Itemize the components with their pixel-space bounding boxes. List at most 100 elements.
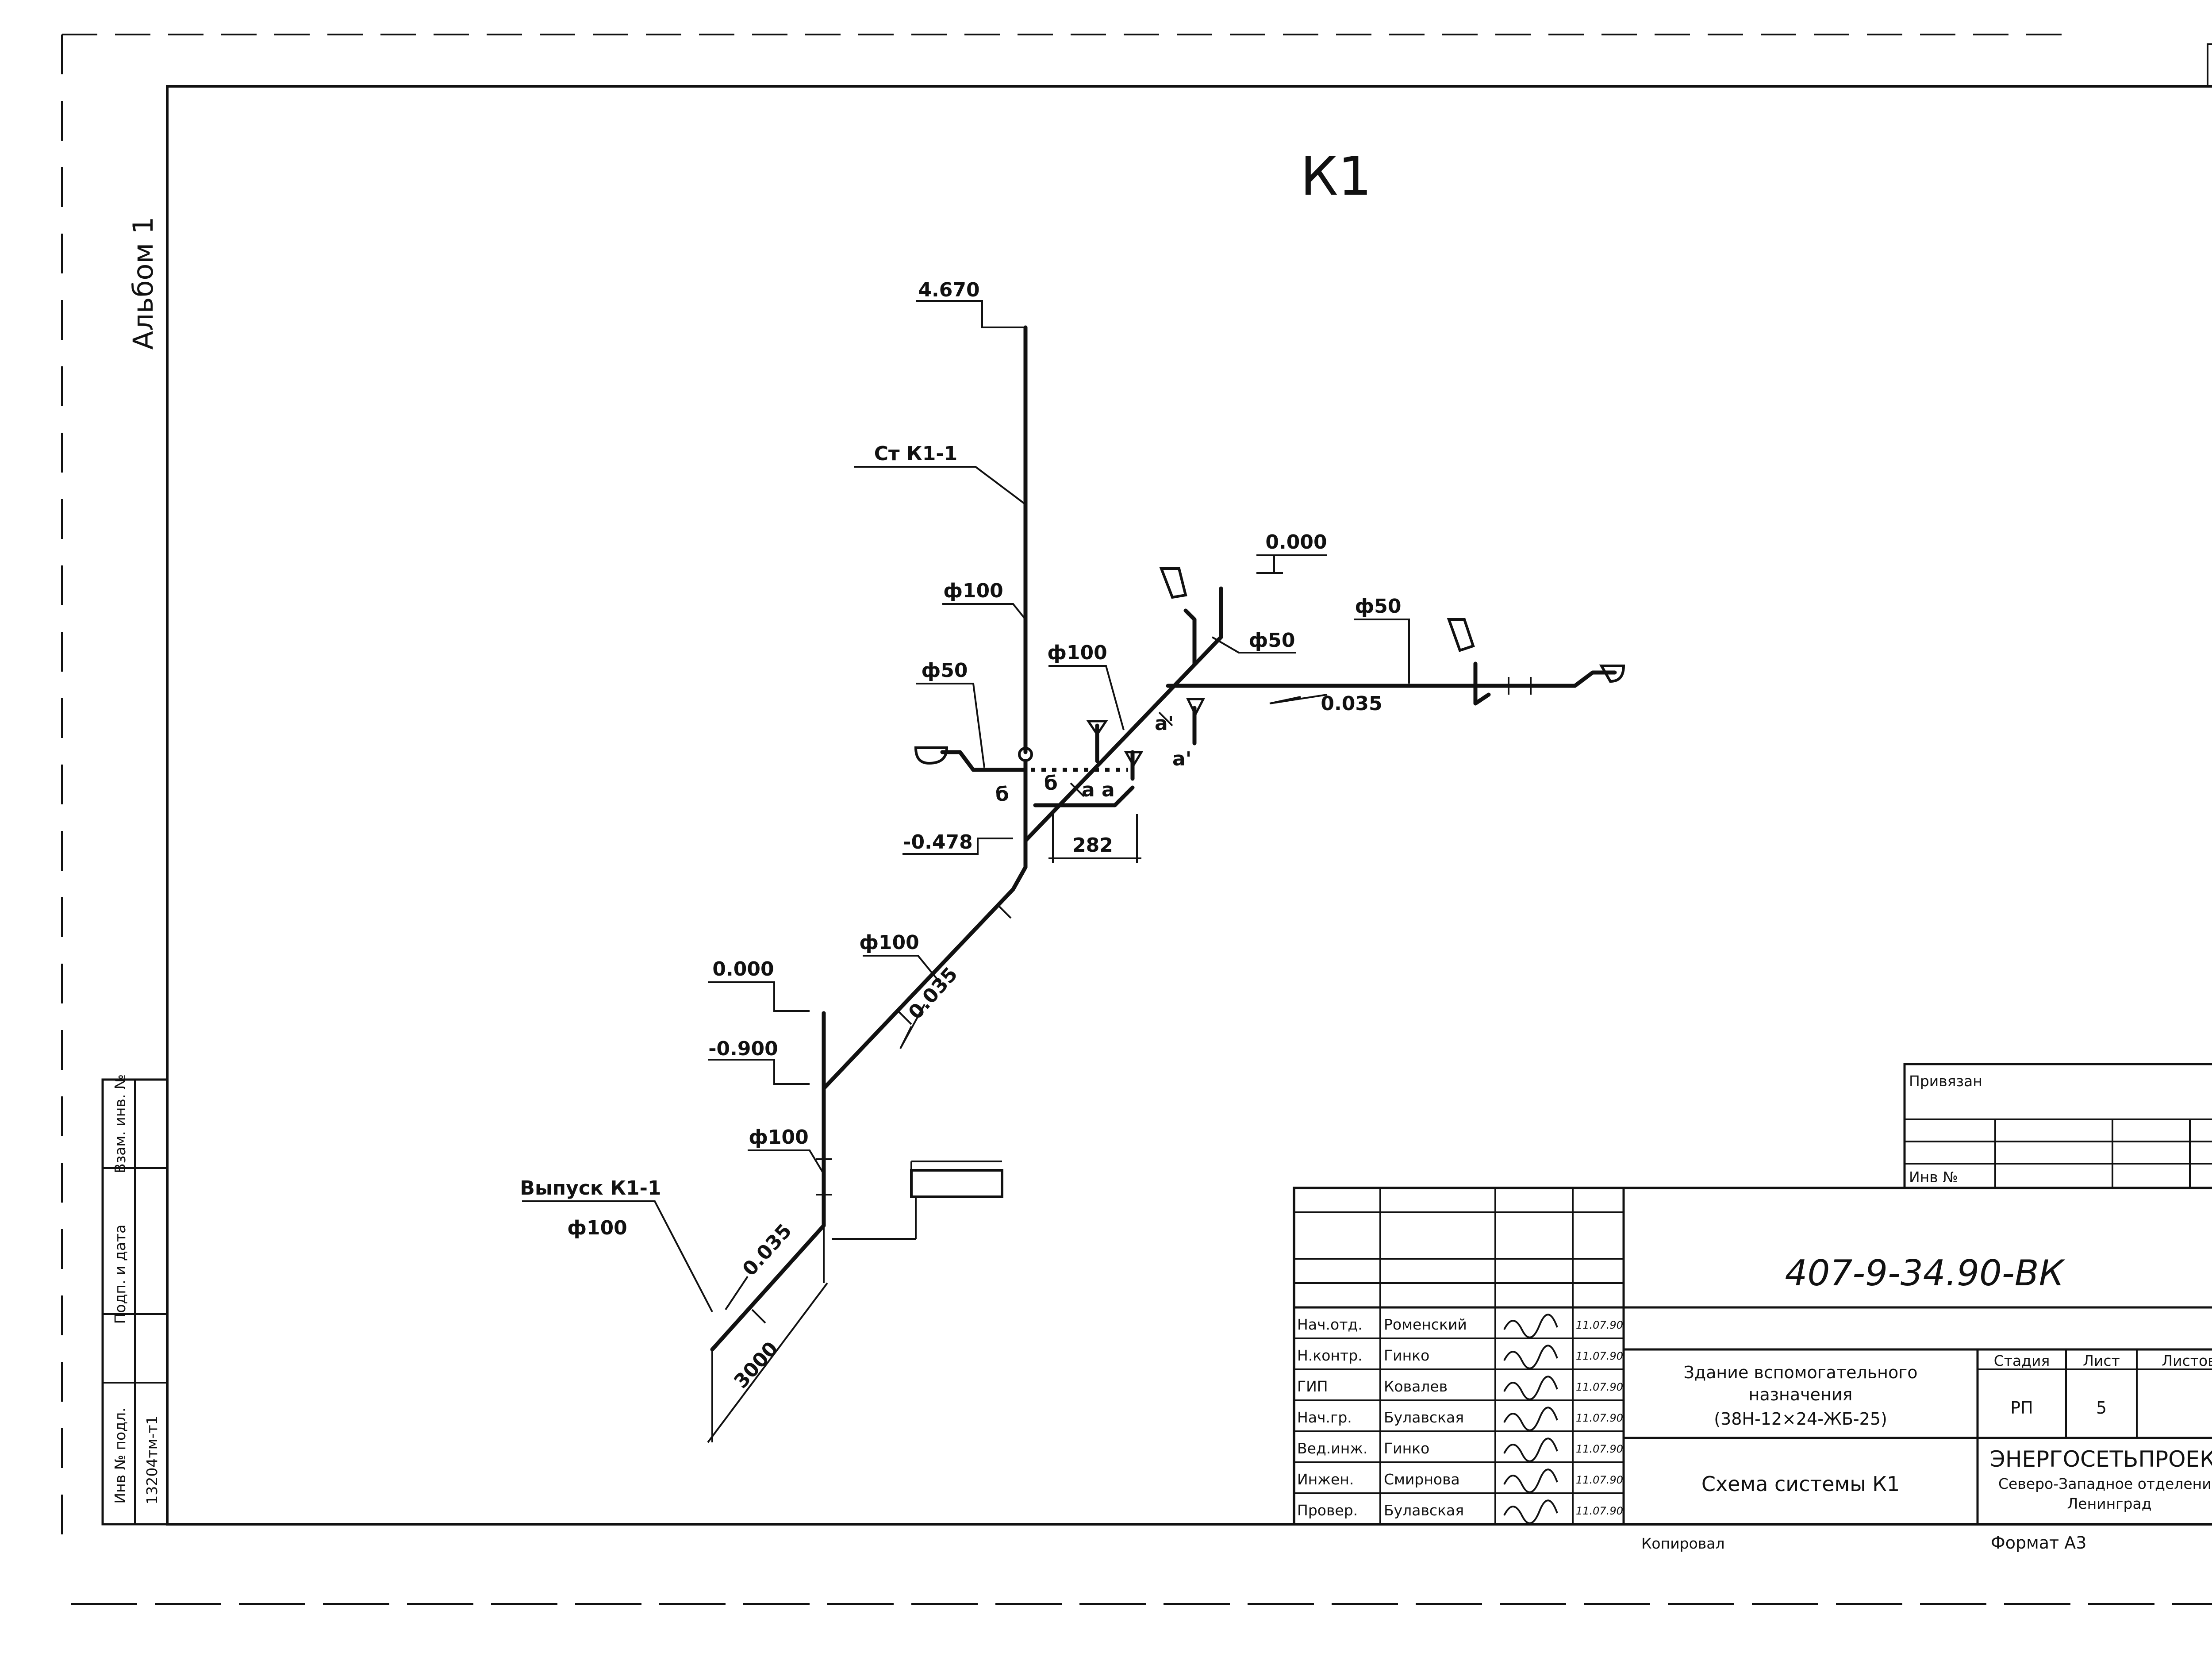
album-label: Альбом 1 (127, 217, 159, 350)
main-diagonal-pipe (822, 865, 1028, 1091)
dimension-282-group: 282 (1048, 814, 1141, 863)
elevation-zero-upper-marker: 0.000 (1256, 531, 1327, 574)
left-fixture (914, 746, 949, 765)
elevation-zero-lower-marker: 0.000 (708, 958, 810, 1012)
label-b-right: б (1044, 772, 1058, 795)
signer-date: 11.07.90 (1576, 1319, 1623, 1331)
stage-value: РП (2010, 1398, 2033, 1418)
slope-upper-arrow (1269, 694, 1328, 704)
copied-label: Копировал (1641, 1535, 1725, 1552)
dimension-3000: 3000 (730, 1338, 783, 1393)
main-diameter: ф100 (859, 931, 919, 954)
signer-row: Провер. Булавская 11.07.90 (1297, 1499, 1623, 1524)
right-funnel (1447, 618, 1475, 652)
outlet-diameter: ф100 (567, 1217, 627, 1239)
signature-mark (1503, 1438, 1558, 1462)
vertical-diameter-leader (748, 1149, 824, 1173)
main-diameter-leader (863, 955, 939, 981)
signer-name: Гинко (1384, 1347, 1429, 1364)
signer-row: Вед.инж. Гинко 11.07.90 (1297, 1438, 1623, 1462)
outlet-leader (522, 1200, 713, 1312)
elevation-top: 4.670 (918, 279, 979, 301)
upper-trap-diameter: ф50 (1249, 629, 1295, 652)
right-branch-end (1484, 670, 1617, 688)
left-branch-diameter: ф50 (922, 659, 968, 682)
outer-dashed-border (61, 34, 2212, 1605)
stage-header: Стадия (1994, 1352, 2050, 1369)
slope-main-arrow (899, 1004, 926, 1049)
signer-date: 11.07.90 (1576, 1412, 1623, 1424)
signer-row: Н.контр. Гинко 11.07.90 (1297, 1345, 1623, 1369)
outlet-label: Выпуск К1-1 (520, 1177, 661, 1199)
sheet-header: Лист (2083, 1352, 2120, 1369)
signer-role: Н.контр. (1297, 1347, 1363, 1364)
signer-date: 11.07.90 (1576, 1350, 1623, 1362)
left-branch-end (940, 750, 975, 772)
pipe-ticks (751, 677, 1532, 1324)
signature-mark (1503, 1468, 1558, 1493)
slope-outlet-arrow (725, 1276, 749, 1311)
binding-inv-label: Инв № (1909, 1168, 1958, 1186)
right-trap (1473, 661, 1491, 706)
elevation-lower: -0.900 (708, 1038, 778, 1060)
side-stamp: Взам. инв. № Подп. и дата Инв № подл. 13… (101, 1074, 169, 1526)
riser-diameter-leader (942, 603, 1026, 620)
outlet-slope: 0.035 (738, 1220, 796, 1281)
label-a-right: а (1102, 779, 1115, 801)
signer-row: Нач.отд. Роменский 11.07.90 (1297, 1314, 1623, 1338)
side-inv-label: Инв № подл. (111, 1407, 129, 1503)
signer-date: 11.07.90 (1576, 1474, 1623, 1486)
signature-mark (1503, 1314, 1558, 1338)
label-a1-lower: а' (1172, 748, 1191, 770)
signer-name: Роменский (1384, 1316, 1467, 1333)
right-branch-leader (1354, 619, 1410, 684)
signer-role: Провер. (1297, 1502, 1358, 1519)
riser-label: Ст К1-1 (874, 442, 958, 465)
dimension-282: 282 (1072, 834, 1113, 857)
building-line2: назначения (1749, 1385, 1853, 1404)
scheme-title: К1 (1300, 146, 1372, 208)
signature-mark (1503, 1499, 1558, 1524)
label-a-left: а (1082, 779, 1095, 801)
upper-trap-left (1183, 608, 1197, 666)
label-a1-upper: а' (1155, 712, 1174, 735)
riser-label-leader (854, 466, 1026, 505)
signature-mark (1503, 1407, 1558, 1431)
right-fixture (1599, 665, 1625, 683)
signer-row: ГИП Ковалев 11.07.90 (1297, 1376, 1623, 1400)
elevation-riser-bottom-marker: -0.478 (902, 831, 1013, 855)
riser-diameter: ф100 (943, 580, 1003, 602)
binding-block: Привязан Инв № (1903, 1063, 2212, 1189)
upper-diagonal-pipe (1023, 635, 1223, 843)
side-sign-date-label: Подп. и дата (111, 1225, 129, 1324)
title-block: 407-9-34.90-ВК Здание вспомогательного н… (1293, 1187, 2212, 1526)
sheets-header: Листов (2162, 1352, 2212, 1369)
org-line3: Ленинград (2067, 1495, 2151, 1512)
elevation-riser-bottom: -0.478 (903, 831, 972, 853)
upper-slope: 0.035 (1321, 692, 1382, 715)
signer-name: Булавская (1384, 1502, 1464, 1519)
signer-role: Нач.гр. (1297, 1409, 1352, 1426)
elevation-zero-upper: 0.000 (1265, 531, 1327, 553)
trap-mid-funnel (1124, 751, 1144, 768)
signer-name: Смирнова (1384, 1471, 1460, 1488)
elevation-lower-marker: -0.900 (708, 1038, 810, 1085)
elevation-top-marker: 4.670 (916, 279, 1025, 328)
signer-name: Гинко (1384, 1440, 1429, 1457)
signer-role: Инжен. (1297, 1471, 1354, 1488)
outlet-pipe (710, 1223, 826, 1352)
signer-name: Булавская (1384, 1409, 1464, 1426)
label-b-left: б (995, 783, 1009, 806)
side-inv-value: 13204тм-т1 (143, 1415, 161, 1504)
foundation-symbol (832, 1161, 1003, 1240)
signer-row: Нач.гр. Булавская 11.07.90 (1297, 1407, 1623, 1431)
binding-label: Привязан (1909, 1072, 1982, 1090)
upper-trap-leader (1211, 636, 1296, 653)
building-line3: (38Н-12×24-ЖБ-25) (1714, 1409, 1887, 1429)
pipe-scheme: 3000 282 4.670 0.000 -0.478 0.000 (520, 279, 1625, 1443)
upper-funnel (1159, 567, 1187, 599)
sheet-title: Схема системы К1 (1701, 1472, 1900, 1496)
drawing-frame (166, 85, 2212, 1526)
signer-row: Инжен. Смирнова 11.07.90 (1297, 1468, 1623, 1493)
